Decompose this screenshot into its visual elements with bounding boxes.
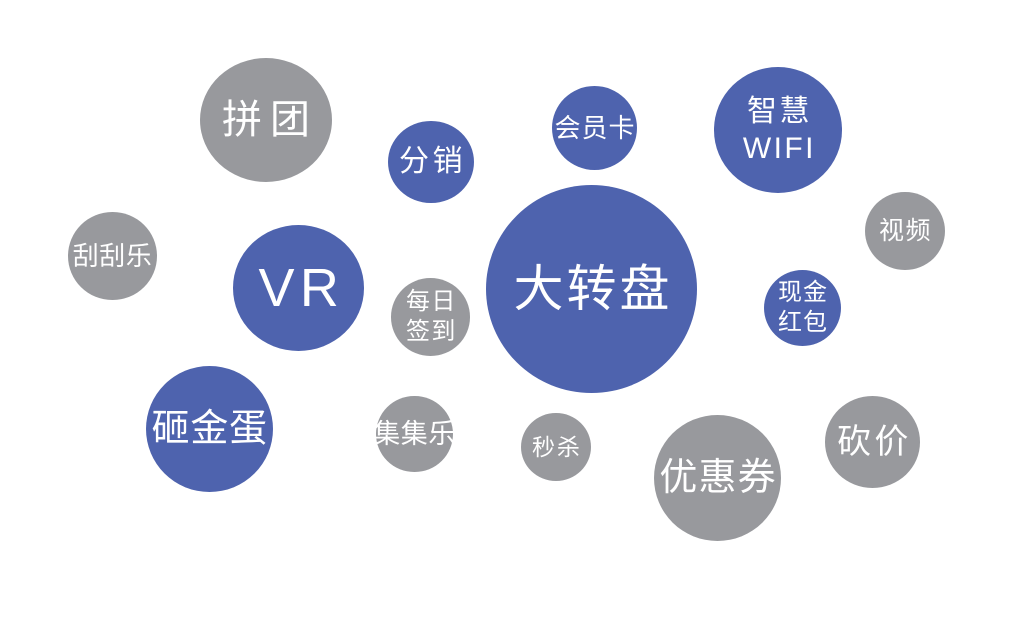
bubble-lucky-wheel: 大转盘 bbox=[486, 185, 697, 393]
bubble-label: 秒杀 bbox=[531, 433, 582, 460]
bubble-label: 刮刮乐 bbox=[72, 241, 153, 271]
bubble-label: 红包 bbox=[777, 309, 828, 336]
bubble-cash-red-packet: 现金红包 bbox=[764, 270, 841, 346]
bubble-label: 视频 bbox=[878, 216, 932, 245]
bubble-label: 会员卡 bbox=[554, 113, 636, 143]
bubble-label: VR bbox=[258, 258, 345, 318]
bubble-label: 智慧 bbox=[746, 94, 812, 128]
bubble-label: 砸金蛋 bbox=[151, 408, 268, 450]
bubble-label: 优惠券 bbox=[659, 457, 777, 499]
bubble-label: 签到 bbox=[405, 318, 457, 345]
bubble-member-card: 会员卡 bbox=[552, 86, 638, 170]
bubble-label: 拼团 bbox=[222, 98, 318, 142]
bubble-video: 视频 bbox=[865, 192, 945, 270]
bubble-smart-wifi: 智慧 WIFI bbox=[714, 67, 843, 193]
bubble-daily-checkin: 每日签到 bbox=[391, 278, 471, 356]
bubble-label: 分销 bbox=[398, 145, 467, 178]
bubble-coupon: 优惠券 bbox=[654, 415, 782, 541]
bubble-smash-golden-egg: 砸金蛋 bbox=[146, 366, 273, 492]
bubble-distribution: 分销 bbox=[388, 121, 474, 203]
bubble-group-buy: 拼团 bbox=[200, 58, 332, 182]
bubble-label: 现金 bbox=[777, 279, 828, 306]
bubble-scratch-card: 刮刮乐 bbox=[68, 212, 157, 300]
bubble-flash-sale: 秒杀 bbox=[521, 413, 591, 481]
bubble-vr: VR bbox=[233, 225, 365, 351]
bubble-bargain: 砍价 bbox=[825, 396, 921, 488]
bubble-label: WIFI bbox=[742, 132, 816, 165]
bubble-label: 每日 bbox=[405, 288, 457, 315]
bubble-collect-fun: 集集乐 bbox=[373, 396, 456, 472]
bubble-label: 大转盘 bbox=[513, 261, 673, 317]
bubble-label: 砍价 bbox=[836, 423, 912, 461]
bubble-label: 集集乐 bbox=[373, 418, 456, 449]
